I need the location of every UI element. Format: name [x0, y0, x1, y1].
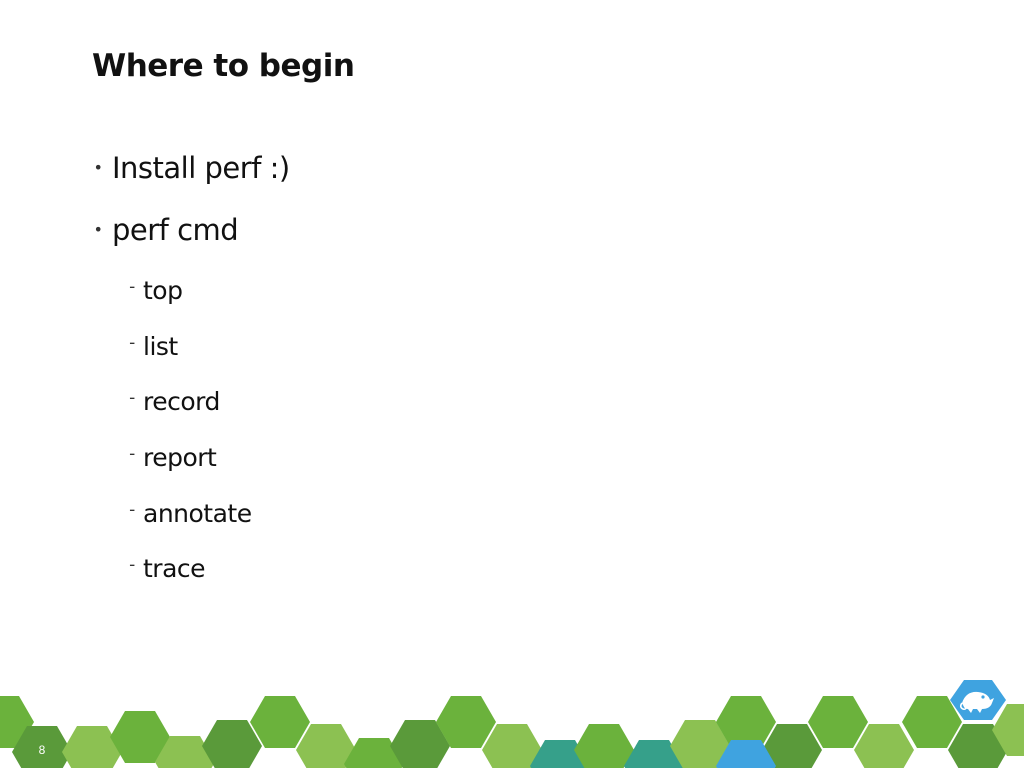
sub-bullet-item: - report — [129, 440, 217, 476]
sub-bullet-item: - top — [129, 273, 183, 309]
hexagon-shape — [390, 720, 450, 768]
hexagon-shape — [948, 724, 1008, 768]
sub-bullet-text: trace — [143, 554, 206, 583]
dash-icon: - — [129, 555, 135, 575]
sub-bullet-text: record — [143, 387, 220, 416]
hexagon-footer — [0, 680, 1024, 768]
bullet-text: Install perf :) — [112, 151, 290, 185]
hexagon-shape — [574, 724, 634, 768]
hexagon-shape — [624, 740, 684, 768]
bullet-text: perf cmd — [112, 213, 239, 247]
hexagon-shape — [155, 736, 215, 768]
sub-bullet-text: top — [143, 276, 183, 305]
dash-icon: - — [129, 388, 135, 408]
hexagon-shape — [62, 726, 122, 768]
sub-bullet-item: - annotate — [129, 496, 252, 532]
hexagon-shape — [344, 738, 404, 768]
hexagon-shape — [250, 696, 310, 748]
sub-bullet-item: - list — [129, 329, 178, 365]
sub-bullet-text: annotate — [143, 499, 252, 528]
hexagon-shape — [202, 720, 262, 768]
hexagon-shape — [902, 696, 962, 748]
dash-icon: - — [129, 277, 135, 297]
sub-bullet-item: - trace — [129, 551, 206, 587]
sub-bullet-text: list — [143, 332, 178, 361]
dash-icon: - — [129, 333, 135, 353]
page-number: 8 — [38, 743, 46, 757]
hexagon-shape — [12, 726, 72, 768]
bullet-dot-icon: • — [93, 220, 103, 239]
hexagon-shape — [670, 720, 730, 768]
chameleon-icon — [950, 680, 1006, 720]
hexagon-shape — [436, 696, 496, 748]
hexagon-shape — [854, 724, 914, 768]
hexagon-shape — [762, 724, 822, 768]
slide-title: Where to begin — [92, 48, 355, 84]
hexagon-shape — [716, 696, 776, 748]
bullet-dot-icon: • — [93, 158, 103, 177]
sub-bullet-text: report — [143, 443, 217, 472]
bullet-item: • perf cmd — [94, 212, 239, 248]
dash-icon: - — [129, 500, 135, 520]
hexagon-shape — [530, 740, 590, 768]
hexagon-shape — [110, 711, 170, 763]
bullet-item: • Install perf :) — [94, 150, 291, 186]
hexagon-shape — [716, 740, 776, 768]
hexagon-shape — [482, 724, 542, 768]
dash-icon: - — [129, 444, 135, 464]
sub-bullet-item: - record — [129, 384, 220, 420]
hexagon-shape — [808, 696, 868, 748]
hexagon-shape — [296, 724, 356, 768]
hexagon-shape — [992, 704, 1024, 756]
